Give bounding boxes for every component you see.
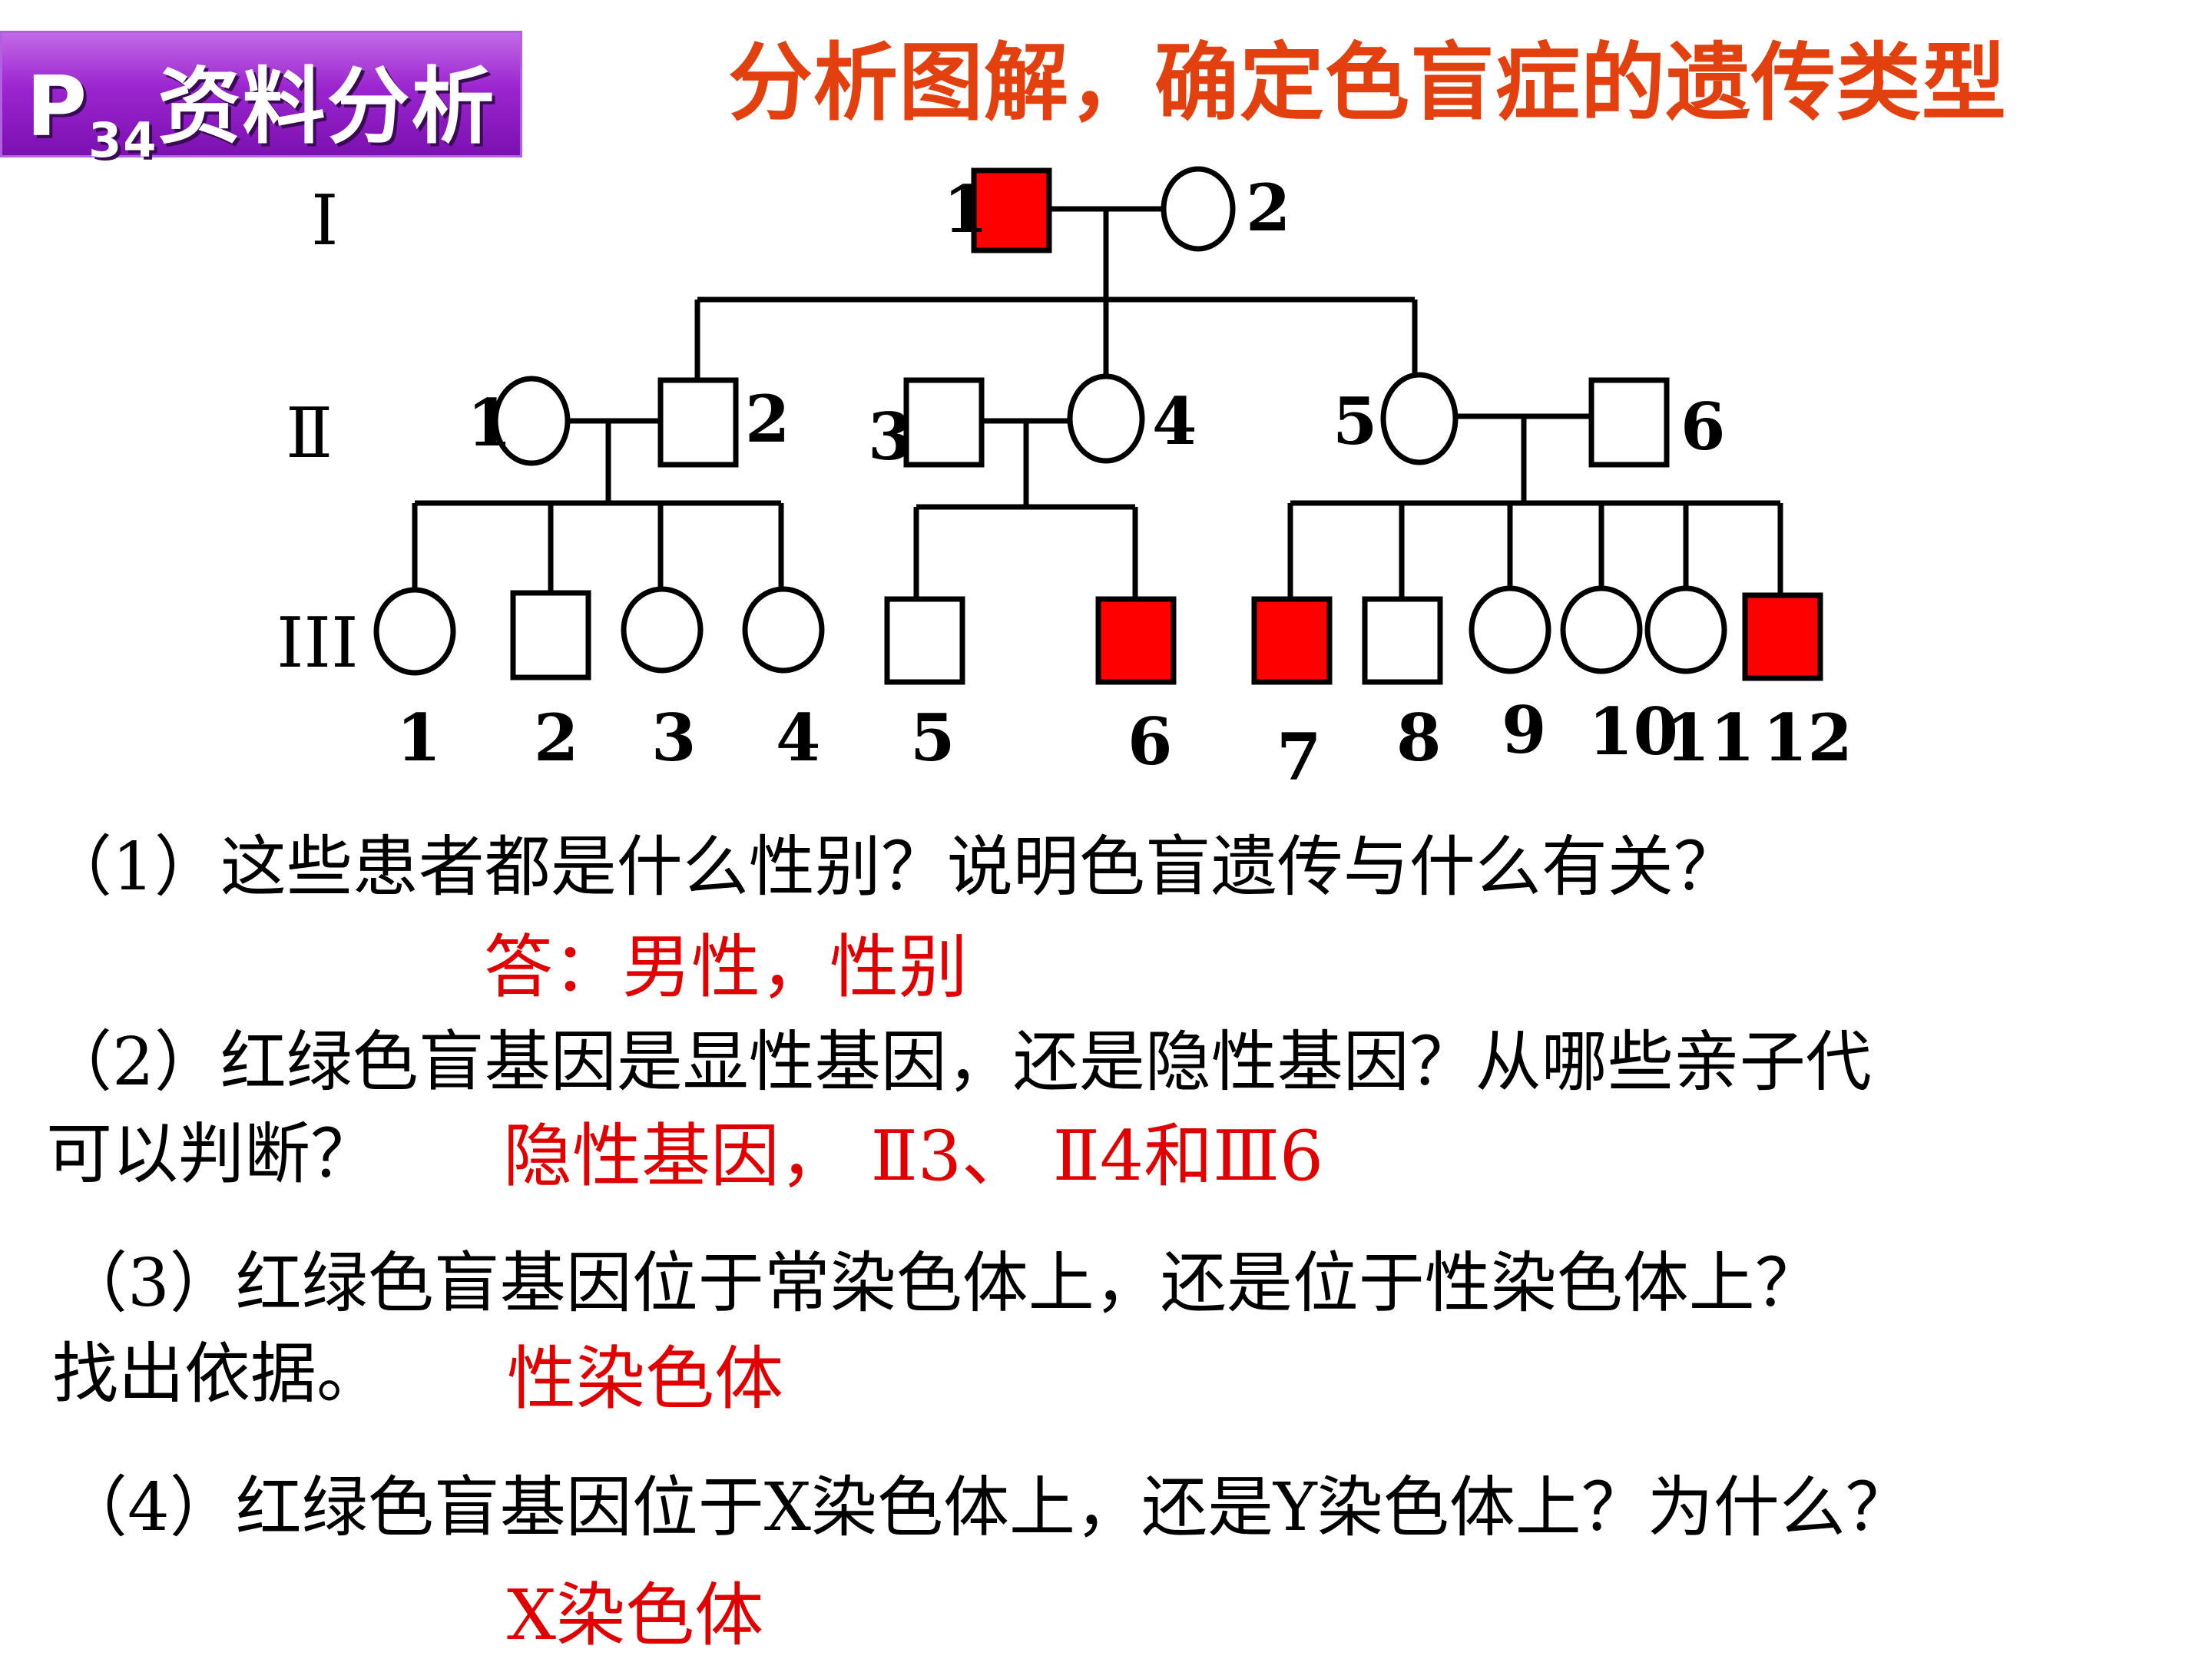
question-3-line1: （3）红绿色盲基因位于常染色体上，还是位于性染色体上？: [61, 1245, 1821, 1322]
number-III-12: 12: [1763, 700, 1853, 776]
female-II-1: [492, 376, 571, 466]
pedigree-individuals: [373, 166, 1823, 685]
badge-subscript: 34: [88, 112, 158, 168]
answer-3: 性染色体: [507, 1339, 783, 1419]
answer-2: 隐性基因， Ⅱ3、 Ⅱ4和Ⅲ6: [503, 1116, 1324, 1197]
pedigree-chart: Ⅰ Ⅱ III 1 2 1 2 3 4 5 6 1 2 3 4 5 6 7 8 …: [276, 166, 1853, 795]
male-affected-I-1: [971, 167, 1052, 253]
female-III-1: [373, 587, 456, 676]
answer-1: 答：男性，性别: [484, 927, 968, 1008]
male-III-2: [510, 590, 591, 680]
number-III-5: 5: [910, 700, 955, 776]
badge-prefix: P: [26, 59, 89, 155]
generation-label-I: Ⅰ: [311, 180, 339, 261]
question-2-line1: （2）红绿色盲基因是显性基因，还是隐性基因？从哪些亲子代: [46, 1024, 1872, 1101]
generation-label-III: III: [276, 603, 359, 684]
female-II-4: [1067, 373, 1145, 464]
question-4: （4）红绿色盲基因位于X染色体上，还是Y染色体上？为什么？: [61, 1469, 1912, 1546]
question-1: （1）这些患者都是什么性别？说明色盲遗传与什么有关？: [46, 829, 1740, 906]
male-II-6: [1588, 377, 1670, 468]
male-affected-III-12: [1742, 592, 1823, 681]
badge-text: P34资料分析: [26, 40, 496, 168]
number-III-1: 1: [396, 700, 441, 776]
number-III-8: 8: [1396, 700, 1441, 776]
number-III-6: 6: [1128, 704, 1172, 780]
female-III-4: [742, 586, 825, 674]
female-III-10: [1560, 585, 1643, 674]
number-I-1: 1: [943, 171, 988, 247]
female-III-11: [1644, 585, 1727, 674]
generation-label-II: Ⅱ: [286, 393, 333, 474]
number-II-5: 5: [1333, 383, 1377, 459]
page-title: 分析图解，确定色盲症的遗传类型: [728, 34, 2007, 132]
male-II-3: [903, 377, 985, 468]
male-II-2: [657, 377, 739, 468]
badge-label: 资料分析: [157, 59, 496, 155]
male-affected-III-6: [1095, 596, 1177, 685]
female-I-2: [1161, 166, 1236, 252]
number-III-11: 11: [1665, 700, 1755, 776]
number-II-2: 2: [745, 381, 790, 457]
number-I-2: 2: [1246, 170, 1290, 246]
answer-4: X染色体: [507, 1575, 764, 1656]
number-II-3: 3: [868, 399, 912, 475]
number-III-9: 9: [1502, 692, 1546, 768]
male-affected-III-7: [1251, 596, 1333, 685]
number-II-4: 4: [1152, 383, 1197, 459]
number-III-3: 3: [651, 700, 696, 776]
number-III-2: 2: [534, 700, 578, 776]
pedigree-lines: [412, 206, 1783, 599]
number-III-4: 4: [776, 700, 820, 776]
female-III-9: [1469, 585, 1551, 674]
section-badge: P34资料分析: [0, 31, 522, 168]
number-III-7: 7: [1277, 719, 1321, 795]
male-III-8: [1362, 596, 1443, 685]
number-II-1: 1: [467, 385, 512, 461]
female-III-3: [621, 586, 704, 674]
number-III-10: 10: [1588, 694, 1678, 770]
male-III-5: [884, 596, 965, 685]
question-2-line2: 可以判断？: [46, 1116, 376, 1193]
female-II-5: [1380, 372, 1459, 465]
number-II-6: 6: [1681, 389, 1725, 465]
question-3-line2: 找出依据。: [52, 1336, 382, 1412]
